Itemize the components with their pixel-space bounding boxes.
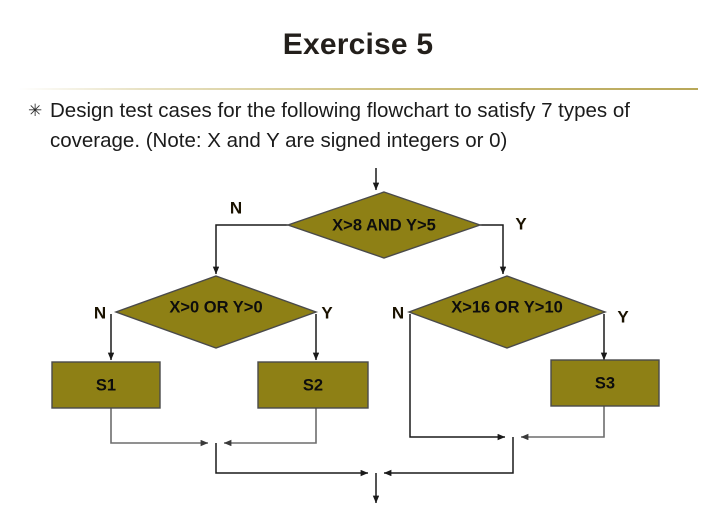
decision-node-d1[interactable]: X>8 AND Y>5	[285, 191, 483, 259]
connector-left-merge-out	[215, 443, 369, 477]
connector-d3-no	[409, 314, 506, 441]
process-node-s2[interactable]: S2	[257, 361, 369, 409]
process-label: S1	[96, 376, 116, 394]
branch-label-d1-yes: Y	[515, 214, 527, 233]
connector-s3-out	[520, 406, 605, 441]
decision-label: X>8 AND Y>5	[332, 216, 436, 234]
decision-node-d2[interactable]: X>0 OR Y>0	[113, 275, 319, 349]
decision-label: X>16 OR Y>10	[451, 298, 563, 316]
branch-label-d1-no: N	[230, 198, 242, 217]
decision-diamond	[113, 275, 319, 349]
branch-label-d3-yes: Y	[617, 307, 629, 326]
connector-s1-out	[110, 408, 209, 447]
decision-node-d3[interactable]: X>16 OR Y>10	[406, 275, 608, 349]
process-node-s1[interactable]: S1	[51, 361, 161, 409]
connector-d1-no	[212, 224, 288, 275]
connector-d1-yes	[480, 224, 507, 275]
branch-label-d2-no: N	[94, 303, 106, 322]
decision-label: X>0 OR Y>0	[169, 298, 262, 316]
page-title: Exercise 5	[282, 28, 434, 61]
asterisk-bullet-icon: ✳	[28, 101, 43, 120]
bullet-item: ✳ Design test cases for the following fl…	[26, 96, 698, 156]
title-divider	[18, 88, 698, 90]
branch-label-d3-no: N	[392, 303, 404, 322]
process-box	[550, 359, 660, 407]
connector-s2-out	[223, 408, 317, 447]
process-label: S3	[595, 374, 615, 392]
process-label: S2	[303, 376, 323, 394]
decision-diamond	[406, 275, 608, 349]
branch-label-d2-yes: Y	[321, 303, 333, 322]
process-box	[51, 361, 161, 409]
connector-right-merge-out	[383, 437, 514, 477]
process-box	[257, 361, 369, 409]
bullet-text: Design test cases for the following flow…	[50, 99, 630, 152]
decision-diamond	[285, 191, 483, 259]
process-node-s3[interactable]: S3	[550, 359, 660, 407]
